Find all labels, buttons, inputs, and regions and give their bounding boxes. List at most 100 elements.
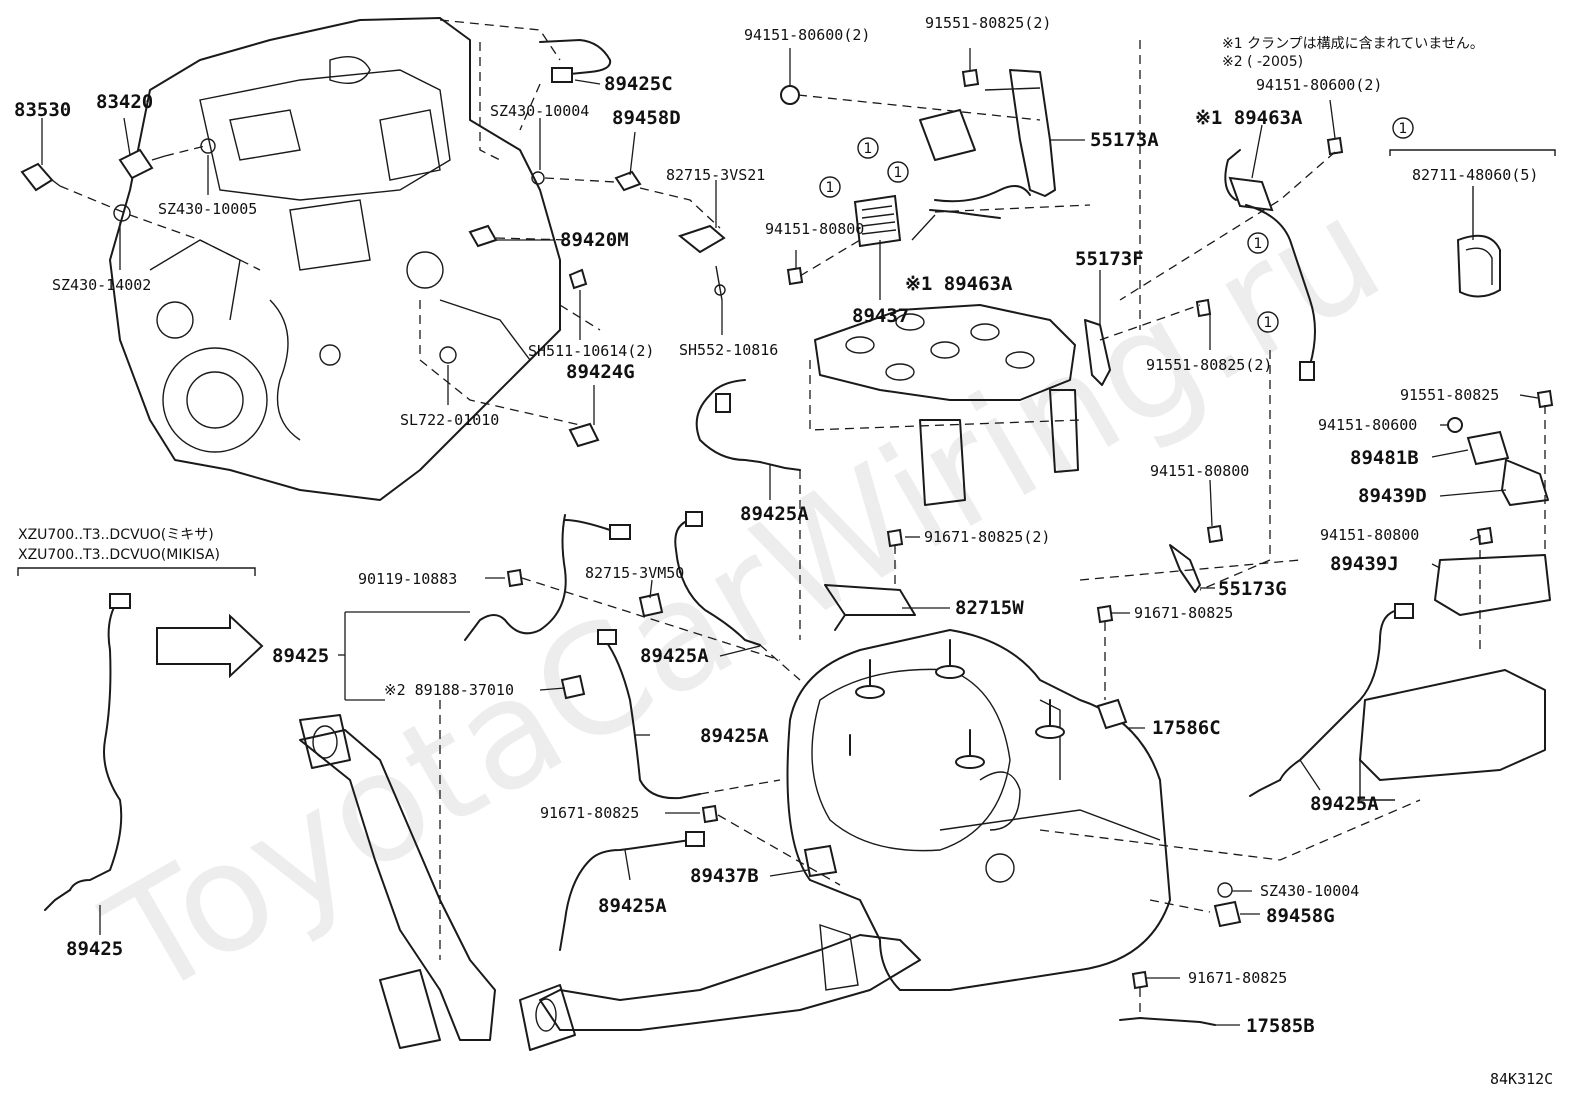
leader-lines bbox=[41, 48, 1539, 1026]
bolt-91551-80825-right bbox=[1536, 389, 1554, 409]
note-2: ※2 ( -2005) bbox=[1222, 54, 1303, 70]
label-89425a-upper: 89425A bbox=[740, 503, 809, 525]
label-94151-80600-right: 94151-80600 bbox=[1318, 416, 1417, 434]
label-89481b: 89481B bbox=[1350, 447, 1419, 469]
nut-94151-80800-mid bbox=[1206, 524, 1224, 544]
label-89425a-bottom: 89425A bbox=[598, 895, 667, 917]
sensor-89425a-upper bbox=[695, 379, 801, 471]
label-82711-48060: 82711-48060(5) bbox=[1412, 166, 1538, 184]
label-89463a-a: ※1 89463A bbox=[905, 273, 1013, 295]
gasket-sz430-10004-bottom bbox=[1217, 882, 1233, 898]
sensor-89458g bbox=[1213, 900, 1242, 928]
vsv-89481b bbox=[1466, 430, 1510, 466]
sensor-89463a-probe bbox=[929, 209, 1001, 219]
sensor-89463a-wire bbox=[934, 185, 1031, 203]
sensor-89424G bbox=[568, 422, 600, 448]
insulator-89437 bbox=[853, 194, 902, 248]
callout-marker-1a: 1 bbox=[864, 141, 873, 157]
label-83530: 83530 bbox=[14, 99, 71, 121]
bracket-55173a bbox=[984, 69, 1056, 197]
label-89458g: 89458G bbox=[1266, 905, 1335, 927]
label-89439j: 89439J bbox=[1330, 553, 1399, 575]
bolt-91671-80825-left bbox=[701, 804, 719, 824]
label-89425a-right: 89425A bbox=[1310, 793, 1379, 815]
clamp-89188-37010 bbox=[560, 674, 586, 700]
sensor-17586c bbox=[1096, 698, 1128, 730]
bracket-82715w bbox=[824, 584, 916, 631]
label-89425-left: 89425 bbox=[66, 938, 123, 960]
watermark-text: ToyotaCarWiring.ru bbox=[80, 164, 1408, 1031]
label-94151-80800-right: 94151-80800 bbox=[1320, 526, 1419, 544]
label-82715-3vs21: 82715-3VS21 bbox=[666, 166, 765, 184]
callout-marker-1e: 1 bbox=[1264, 315, 1273, 331]
callout-marker-1c: 1 bbox=[826, 180, 835, 196]
label-17586c: 17586C bbox=[1152, 717, 1221, 739]
label-94151-80800-a: 94151-80800 bbox=[765, 220, 864, 238]
label-89425-main: 89425 bbox=[272, 645, 329, 667]
label-94151-80600-2a: 94151-80600(2) bbox=[744, 26, 870, 44]
label-89458d: 89458D bbox=[612, 107, 681, 129]
front-pipe bbox=[299, 714, 496, 1049]
label-sz430-10004-bottom: SZ430-10004 bbox=[1260, 882, 1359, 900]
label-sl722-01010: SL722-01010 bbox=[400, 411, 499, 429]
label-89439d: 89439D bbox=[1358, 485, 1427, 507]
sensor-89463a-body bbox=[919, 109, 976, 161]
studs bbox=[849, 639, 1065, 769]
label-89424g: 89424G bbox=[566, 361, 635, 383]
bracket-55173f bbox=[1084, 319, 1111, 386]
label-89425c: 89425C bbox=[604, 73, 673, 95]
heat-shield bbox=[809, 304, 1081, 506]
bolt-91671-80825-2 bbox=[886, 528, 904, 548]
label-sh552-10816: SH552-10816 bbox=[679, 341, 778, 359]
sensor-89458D bbox=[614, 170, 642, 192]
label-17585b: 17585B bbox=[1246, 1015, 1315, 1037]
label-82715w: 82715W bbox=[955, 597, 1024, 619]
bracket-55173g bbox=[1169, 544, 1201, 593]
label-94151-80800-mid: 94151-80800 bbox=[1150, 462, 1249, 480]
sensor-83420 bbox=[118, 148, 166, 180]
part-labels: 83530 83420 89425C SZ430-10004 89458D SZ… bbox=[14, 14, 1553, 1088]
label-91671-80825-right: 91671-80825 bbox=[1134, 604, 1233, 622]
label-91551-80825-2a: 91551-80825(2) bbox=[925, 14, 1051, 32]
callout-markers: 1 1 1 1 1 1 bbox=[819, 117, 1414, 333]
label-55173a: 55173A bbox=[1090, 129, 1159, 151]
group-bracket-89425 bbox=[344, 611, 470, 701]
label-91671-80825-2: 91671-80825(2) bbox=[924, 528, 1050, 546]
bracket-89439d bbox=[1501, 459, 1549, 506]
bolt-91551-80825-mid bbox=[1195, 298, 1212, 318]
sensor-89420M bbox=[468, 224, 498, 248]
bolt-91671-80825-bottom bbox=[1131, 970, 1149, 990]
label-91671-80825-left: 91671-80825 bbox=[540, 804, 639, 822]
sensor-89463a-right bbox=[1224, 149, 1316, 381]
nut-94151-80800-top bbox=[786, 266, 804, 286]
label-91551-80825-right: 91551-80825 bbox=[1400, 386, 1499, 404]
label-89420m: 89420M bbox=[560, 229, 629, 251]
gasket-sl722-01010 bbox=[439, 346, 457, 364]
label-sz430-10005: SZ430-10005 bbox=[158, 200, 257, 218]
label-83420: 83420 bbox=[96, 91, 153, 113]
bolt-91671-80825-right bbox=[1096, 604, 1114, 624]
sensor-89425a-lower bbox=[597, 629, 701, 800]
label-89425a-mid: 89425A bbox=[640, 645, 709, 667]
callout-marker-1f: 1 bbox=[1399, 121, 1408, 137]
nut-94151-80800-right bbox=[1476, 526, 1494, 546]
nut-94151-80600-right bbox=[1326, 136, 1344, 156]
sensor-83530 bbox=[20, 162, 61, 192]
label-sh511-10614: SH511-10614(2) bbox=[528, 342, 654, 360]
label-sz430-10004-top: SZ430-10004 bbox=[490, 102, 589, 120]
label-sz430-14002: SZ430-14002 bbox=[52, 276, 151, 294]
catalyst-assembly bbox=[786, 629, 1171, 991]
bracket-82715-3vs21 bbox=[677, 224, 726, 301]
sensor-89425a-bottom bbox=[559, 831, 705, 951]
label-91551-80825-2b: 91551-80825(2) bbox=[1146, 356, 1272, 374]
engine-block bbox=[109, 17, 561, 501]
support-17585b bbox=[1119, 1017, 1216, 1026]
callout-marker-1d: 1 bbox=[1254, 236, 1263, 252]
label-89425a-lower: 89425A bbox=[700, 725, 769, 747]
note-1: ※1 クランプは構成に含まれていません。 bbox=[1222, 36, 1484, 52]
gasket-sz430-14002 bbox=[113, 204, 131, 222]
bolt-90119-10883 bbox=[506, 568, 524, 588]
label-89437b: 89437B bbox=[690, 865, 759, 887]
nut-94151-80600-right2 bbox=[1447, 417, 1463, 433]
